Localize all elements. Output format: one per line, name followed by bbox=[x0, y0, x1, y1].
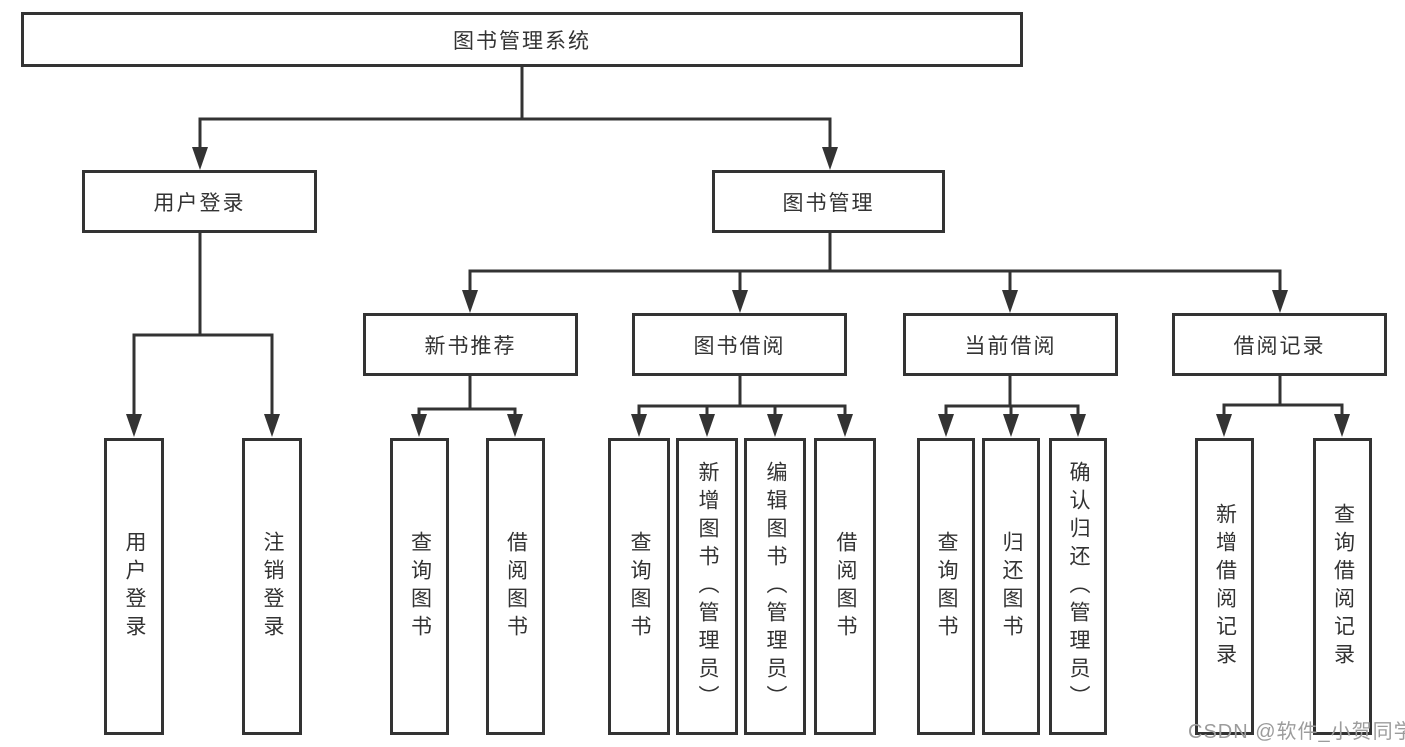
node-current-borrow: 当前借阅 bbox=[903, 313, 1118, 376]
node-root: 图书管理系统 bbox=[21, 12, 1023, 67]
arrowhead bbox=[192, 147, 208, 170]
arrowhead bbox=[938, 414, 954, 437]
arrowhead bbox=[507, 414, 523, 437]
arrowheads bbox=[126, 147, 1350, 437]
leaf-borrow-edit-books-admin: 编辑图书（管理员） bbox=[744, 438, 806, 735]
node-borrow-records: 借阅记录 bbox=[1172, 313, 1387, 376]
arrowhead bbox=[699, 414, 715, 437]
node-label: 新增借阅记录 bbox=[1213, 502, 1237, 671]
node-user-login: 用户登录 bbox=[82, 170, 317, 233]
arrowhead bbox=[1216, 414, 1232, 437]
arrowhead bbox=[837, 414, 853, 437]
node-book-mgmt: 图书管理 bbox=[712, 170, 945, 233]
node-label: 注销登录 bbox=[261, 530, 284, 643]
arrowhead bbox=[1003, 414, 1019, 437]
node-label: 新书推荐 bbox=[424, 334, 517, 358]
arrowhead bbox=[631, 414, 647, 437]
watermark-text: CSDN @软件_小贺同学 bbox=[1188, 721, 1405, 743]
node-new-book-rec: 新书推荐 bbox=[363, 313, 578, 376]
leaf-current-query-books: 查询图书 bbox=[917, 438, 975, 735]
node-label: 归还图书 bbox=[1000, 530, 1023, 643]
arrowhead bbox=[411, 414, 427, 437]
arrowhead bbox=[767, 414, 783, 437]
leaf-records-add-record: 新增借阅记录 bbox=[1195, 438, 1254, 735]
connector-book-borrow-to-leaves bbox=[637, 376, 847, 416]
node-label: 查询图书 bbox=[408, 530, 432, 643]
node-label: 图书借阅 bbox=[693, 334, 786, 358]
arrowhead bbox=[822, 147, 838, 170]
node-label: 借阅图书 bbox=[834, 530, 857, 643]
connector-borrow-records-to-leaves bbox=[1222, 376, 1344, 416]
arrowhead bbox=[1272, 290, 1288, 313]
node-label: 确认归还（管理员） bbox=[1067, 460, 1090, 713]
node-label: 用户登录 bbox=[153, 191, 246, 215]
leaf-current-confirm-return-admin: 确认归还（管理员） bbox=[1049, 438, 1107, 735]
leaf-records-query-record: 查询借阅记录 bbox=[1313, 438, 1372, 735]
node-label: 当前借阅 bbox=[964, 334, 1057, 358]
connector-user-login-to-leaves bbox=[132, 233, 274, 416]
arrowhead bbox=[1002, 290, 1018, 313]
arrowhead bbox=[1334, 414, 1350, 437]
leaf-newrec-query-books: 查询图书 bbox=[390, 438, 449, 735]
node-label: 用户登录 bbox=[123, 530, 146, 643]
node-label: 新增图书（管理员） bbox=[696, 460, 719, 713]
node-label: 图书管理 bbox=[782, 191, 875, 215]
node-label: 查询图书 bbox=[628, 530, 651, 643]
leaf-current-return-books: 归还图书 bbox=[982, 438, 1040, 735]
connector-root-to-level2 bbox=[198, 67, 832, 148]
connector-new-book-rec-to-leaves bbox=[417, 376, 517, 416]
leaf-borrow-query-books: 查询图书 bbox=[608, 438, 670, 735]
arrowhead bbox=[1070, 414, 1086, 437]
node-label: 查询图书 bbox=[935, 530, 958, 643]
leaf-newrec-borrow-books: 借阅图书 bbox=[486, 438, 545, 735]
leaf-logout: 注销登录 bbox=[242, 438, 302, 735]
node-label: 借阅图书 bbox=[504, 530, 528, 643]
leaf-borrow-add-books-admin: 新增图书（管理员） bbox=[676, 438, 738, 735]
node-label: 查询借阅记录 bbox=[1331, 502, 1355, 671]
node-label: 图书管理系统 bbox=[453, 29, 591, 53]
node-label: 借阅记录 bbox=[1233, 334, 1326, 358]
arrowhead bbox=[126, 414, 142, 437]
arrowhead bbox=[462, 290, 478, 313]
connector-current-borrow-to-leaves bbox=[944, 376, 1080, 416]
arrowhead bbox=[732, 290, 748, 313]
leaf-user-login: 用户登录 bbox=[104, 438, 164, 735]
leaf-borrow-borrow-books: 借阅图书 bbox=[814, 438, 876, 735]
arrowhead bbox=[264, 414, 280, 437]
connector-book-mgmt-to-level3 bbox=[468, 233, 1282, 292]
node-book-borrow: 图书借阅 bbox=[632, 313, 847, 376]
node-label: 编辑图书（管理员） bbox=[764, 460, 787, 713]
